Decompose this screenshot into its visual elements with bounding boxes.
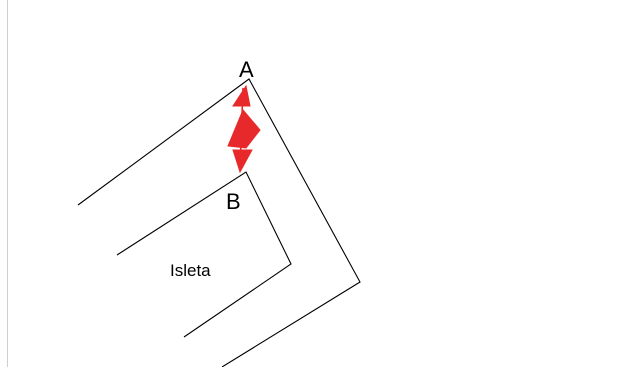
distance-marker-top-arrowhead	[232, 84, 251, 107]
inner-boundary-line	[116, 171, 292, 338]
point-b-label: B	[226, 189, 241, 214]
distance-marker	[227, 84, 261, 174]
point-a-label: A	[239, 57, 254, 82]
region-label-isleta: Isleta	[170, 261, 211, 280]
distance-marker-bottom-arrowhead	[232, 149, 253, 174]
distance-marker-center-diamond	[227, 109, 261, 149]
outer-boundary-line	[77, 78, 361, 367]
